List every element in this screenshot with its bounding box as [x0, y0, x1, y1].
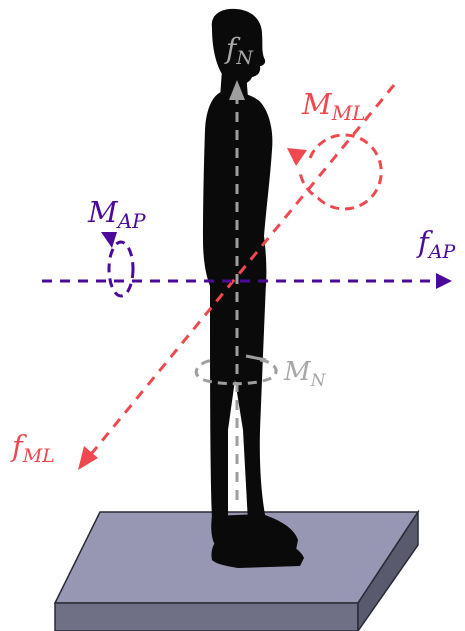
m-ap-rotation	[101, 232, 135, 298]
force-plate-side	[357, 509, 419, 631]
m-n-rotation	[194, 354, 278, 386]
f-n-arrow-icon	[229, 80, 245, 100]
m-n-ellipse	[194, 358, 278, 386]
label-m-ap: MAP	[87, 195, 146, 233]
force-plate-front	[54, 602, 359, 631]
m-ml-circle	[298, 133, 383, 211]
f-ml-arrow-icon	[78, 446, 98, 470]
m-n-rotation-arrow-icon	[245, 354, 267, 362]
label-m-ml: MML	[301, 87, 365, 125]
person-silhouette	[203, 8, 304, 568]
m-ml-rotation-arrow-icon	[287, 148, 307, 166]
m-ml-rotation	[287, 133, 383, 211]
f-ml-axis-line	[90, 84, 396, 454]
f-n-axis	[229, 80, 245, 500]
m-ap-rotation-arrow-icon	[101, 232, 117, 248]
f-ap-arrow-icon	[436, 273, 452, 289]
label-f-ap: fAP	[416, 225, 456, 263]
label-m-n: MN	[283, 357, 327, 391]
m-ap-ellipse	[107, 240, 135, 298]
label-f-ml: fML	[10, 429, 55, 467]
f-ml-axis	[78, 84, 396, 470]
f-ap-axis	[42, 273, 452, 289]
